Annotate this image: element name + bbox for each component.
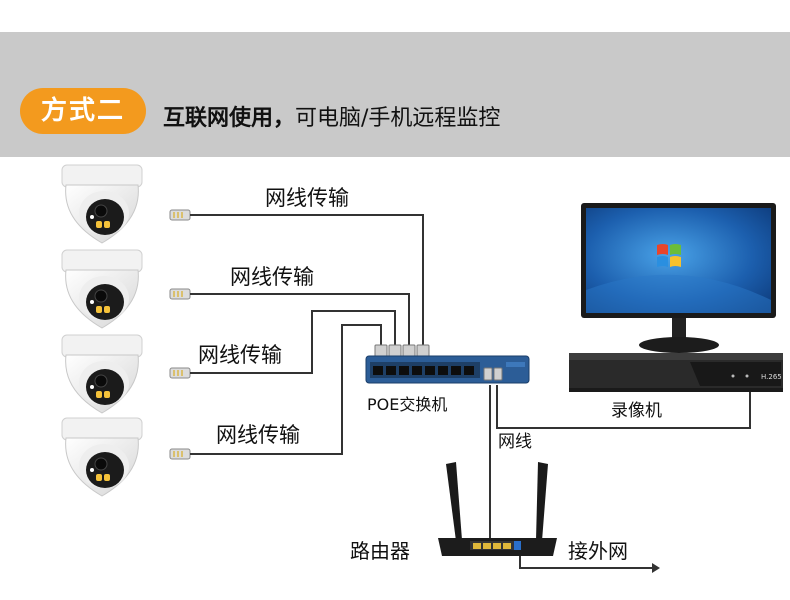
cable-line-4 (190, 324, 382, 455)
cable-label-1: 网线传输 (265, 186, 349, 210)
camera-2 (61, 249, 143, 329)
nvr-badge: H.265 (761, 373, 782, 381)
cable-line-1 (190, 214, 424, 350)
cable-label-3: 网线传输 (198, 343, 282, 367)
camera-3 (61, 334, 143, 414)
rj45-plug-3 (169, 367, 191, 379)
cable-switch-nvr (496, 385, 751, 429)
rj45-plug-1 (169, 209, 191, 221)
nvr-recorder: H.265 (569, 353, 783, 392)
camera-cables (190, 214, 751, 569)
rj45-plug-4 (169, 448, 191, 460)
switch-label: POE交换机 (367, 395, 447, 414)
monitor (581, 203, 776, 353)
camera-1 (61, 164, 143, 244)
cable-line-2 (190, 293, 410, 350)
router (438, 462, 557, 556)
rj45-plug-2 (169, 288, 191, 300)
camera-4 (61, 417, 143, 497)
page-title: 互联网使用，可电脑/手机远程监控 (163, 100, 500, 132)
title-rest: 可电脑/手机远程监控 (295, 106, 501, 131)
external-network-label: 接外网 (568, 539, 628, 563)
poe-switch (365, 344, 530, 384)
windows-logo-icon (657, 244, 681, 267)
cable-label-2: 网线传输 (230, 265, 314, 289)
mode-badge: 方式二 (20, 88, 146, 134)
network-cable-label: 网线 (498, 432, 532, 452)
router-label: 路由器 (350, 539, 410, 563)
nvr-label: 录像机 (611, 401, 662, 421)
title-bold: 互联网使用， (163, 106, 296, 131)
external-arrow-icon (652, 563, 660, 573)
cable-line-3 (190, 310, 396, 374)
cable-label-4: 网线传输 (216, 423, 300, 447)
